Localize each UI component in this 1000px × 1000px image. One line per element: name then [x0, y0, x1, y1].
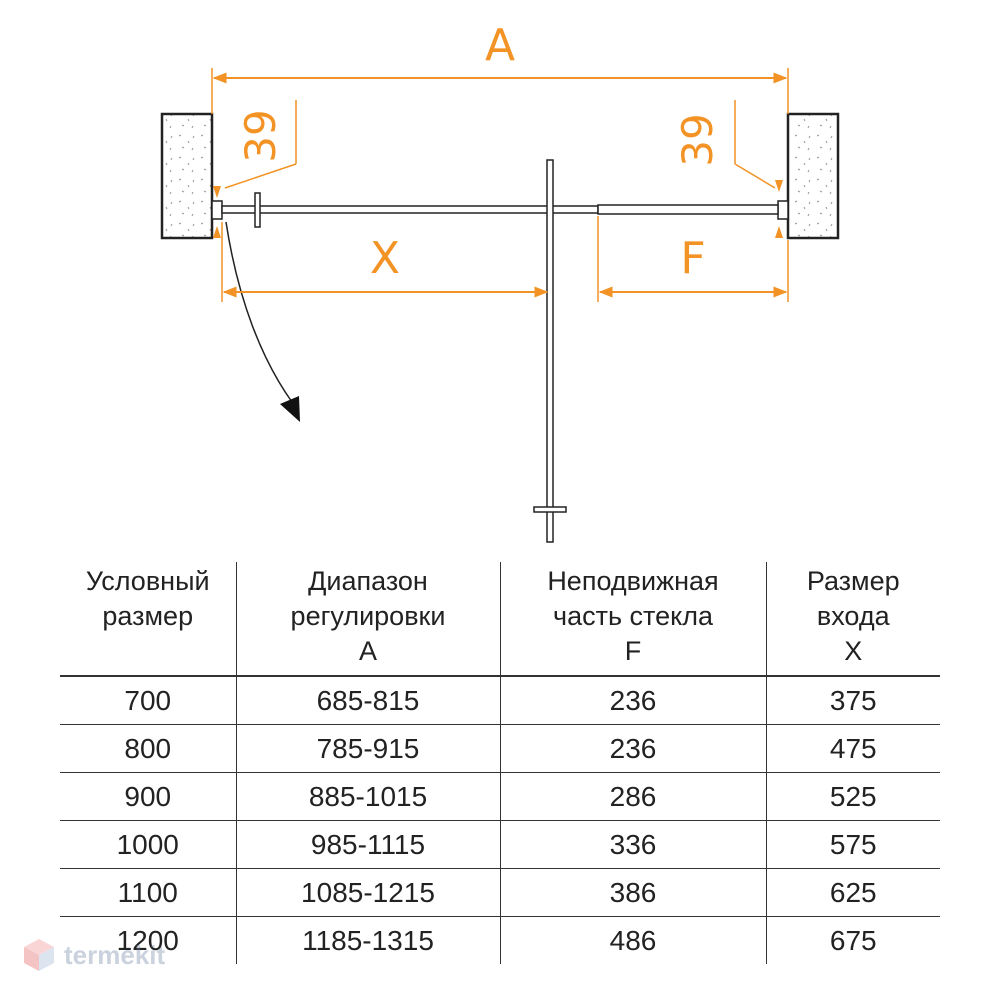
door-handle-open	[533, 506, 567, 513]
header-line: F	[624, 636, 642, 666]
swing-arrowhead-icon	[280, 396, 300, 422]
gap-left-arrow-top	[213, 186, 221, 198]
table-cell: 525	[765, 772, 940, 821]
gap-right-arrow-top	[775, 180, 783, 192]
table-cell: 375	[765, 676, 940, 725]
table-cell: 1185-1315	[235, 916, 500, 964]
header-line: Размер	[806, 566, 900, 596]
wall-left	[160, 112, 214, 240]
header-line: часть стекла	[553, 601, 713, 631]
swing-arc	[225, 221, 293, 403]
table-header-row: Условный размер Диапазон регулировки A Н…	[60, 562, 940, 677]
table-cell: 900	[60, 772, 236, 821]
gap-left-value: 39	[236, 109, 285, 162]
table-cell: 885-1015	[235, 772, 500, 821]
table-cell: 575	[765, 820, 940, 869]
gap-left-leader-diag	[224, 163, 297, 189]
gap-left-arrow-bottom	[213, 226, 221, 238]
header-line: регулировки	[290, 601, 446, 631]
header-adjust-range: Диапазон регулировки A	[235, 562, 500, 677]
table-cell: 1000	[60, 820, 236, 869]
header-nominal-size: Условный размер	[60, 562, 236, 677]
table-cell: 286	[499, 772, 766, 821]
gap-right-value: 39	[673, 113, 722, 166]
table-row: 1200 1185-1315 486 675	[60, 916, 940, 964]
table-cell: 1085-1215	[235, 868, 500, 917]
table-cell: 475	[765, 724, 940, 773]
table-cell: 700	[60, 676, 236, 725]
header-line: X	[844, 636, 863, 666]
table-row: 1100 1085-1215 386 625	[60, 868, 940, 917]
table-cell: 785-915	[235, 724, 500, 773]
header-line: Диапазон	[308, 566, 428, 596]
wall-right	[786, 112, 840, 240]
profile-left	[211, 200, 223, 220]
header-line: входа	[816, 601, 890, 631]
size-spec-table: Условный размер Диапазон регулировки A Н…	[60, 562, 940, 964]
dim-f-label: F	[680, 233, 705, 284]
shower-door-plan-diagram: A X F 39 39	[160, 20, 840, 543]
header-fixed-glass: Неподвижная часть стекла F	[499, 562, 766, 677]
table-cell: 1100	[60, 868, 236, 917]
profile-right	[777, 200, 789, 220]
header-line: Неподвижная	[547, 566, 719, 596]
table-cell: 336	[499, 820, 766, 869]
header-line: A	[358, 636, 377, 666]
table-cell: 486	[499, 916, 766, 964]
table-cell: 236	[499, 724, 766, 773]
table-cell: 675	[765, 916, 940, 964]
header-entrance-size: Размер входа X	[765, 562, 940, 677]
table-cell: 236	[499, 676, 766, 725]
table-cell: 800	[60, 724, 236, 773]
table-row: 900 885-1015 286 525	[60, 772, 940, 821]
table-row: 800 785-915 236 475	[60, 724, 940, 773]
door-leaf-closed	[221, 205, 599, 214]
table-cell: 985-1115	[235, 820, 500, 869]
header-line: размер	[102, 601, 194, 631]
watermark: termekit	[22, 935, 165, 975]
cube-logo-icon	[24, 939, 54, 971]
table-cell: 685-815	[235, 676, 500, 725]
watermark-text: termekit	[64, 939, 166, 970]
header-line: Условный	[85, 566, 210, 596]
gap-right-leader-diag	[734, 163, 776, 189]
table-cell: 625	[765, 868, 940, 917]
gap-right-arrow-bottom	[775, 226, 783, 238]
door-handle	[254, 192, 261, 228]
table-row: 700 685-815 236 375	[60, 676, 940, 725]
fixed-glass-panel	[597, 204, 779, 215]
table-row: 1000 985-1115 336 575	[60, 820, 940, 869]
door-leaf-open	[546, 159, 554, 543]
table-cell: 386	[499, 868, 766, 917]
table-cell: 1200	[116, 924, 179, 956]
dim-a-label: A	[485, 20, 515, 71]
dim-x-label: X	[370, 233, 400, 284]
